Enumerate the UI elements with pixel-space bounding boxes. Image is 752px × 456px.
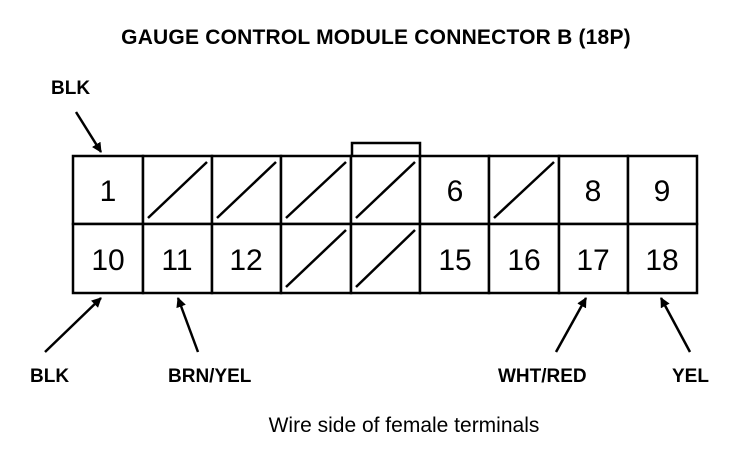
unused-slash-13	[285, 229, 347, 288]
leader-arrow-pin17	[554, 297, 588, 353]
leader-arrow-pin11	[176, 297, 200, 353]
terminal-cell-15	[418, 222, 491, 295]
pin-number: 12	[229, 244, 262, 277]
diagram-caption: Wire side of female terminals	[269, 414, 540, 437]
pin-number: 11	[161, 244, 192, 277]
pin-number: 18	[645, 244, 678, 277]
terminal-cell-18	[626, 222, 699, 295]
unused-slash-3	[216, 161, 277, 219]
terminal-cell-8	[557, 154, 630, 226]
pin-numbers-bottom: 10 11 12 15 16 17 18	[91, 244, 678, 277]
terminal-cell-9	[626, 154, 699, 226]
terminal-cell-16	[487, 222, 561, 295]
leader-arrow-pin18	[659, 297, 692, 353]
wire-label-pin11: BRN/YEL	[168, 366, 252, 387]
pin-number: 6	[447, 175, 464, 208]
unused-slash-4	[285, 161, 347, 219]
terminal-cell-1	[71, 154, 145, 226]
terminal-cell-11	[141, 222, 214, 295]
terminal-cell-10	[71, 222, 145, 295]
pin-numbers-top: 1 6 8 9	[100, 175, 671, 208]
leader-arrow-pin1	[74, 111, 103, 153]
wire-label-pin18: YEL	[672, 366, 709, 387]
wire-label-pin1: BLK	[51, 78, 90, 99]
unused-slash-7	[493, 161, 555, 219]
unused-slash-2	[147, 161, 208, 219]
pin-number: 1	[100, 175, 117, 208]
pin-number: 15	[438, 244, 471, 277]
terminal-cell-12	[210, 222, 283, 295]
unused-slash-14	[355, 229, 416, 288]
unused-terminal-marks	[147, 161, 555, 288]
terminal-cell-17	[557, 222, 630, 295]
diagram-title: GAUGE CONTROL MODULE CONNECTOR B (18P)	[121, 26, 631, 49]
wire-label-pin10: BLK	[30, 366, 69, 387]
pin-number: 8	[585, 175, 602, 208]
pin-number: 10	[91, 244, 124, 277]
pin-number: 16	[507, 244, 540, 277]
pin-number: 17	[576, 244, 609, 277]
unused-slash-5	[355, 161, 416, 219]
wire-label-pin17: WHT/RED	[498, 366, 587, 387]
leader-arrow-pin10	[44, 297, 102, 353]
pin-number: 9	[654, 175, 671, 208]
